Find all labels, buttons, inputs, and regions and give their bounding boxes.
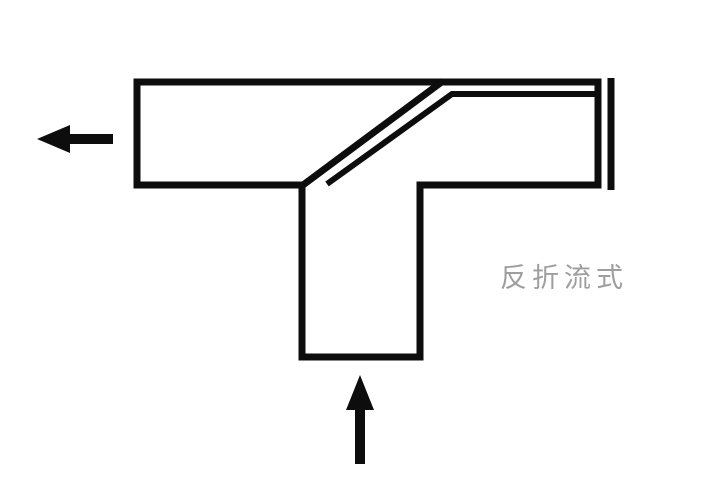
inner-channel-line xyxy=(325,91,597,187)
outlet-arrowhead-icon xyxy=(37,125,70,153)
diagram-label: 反折流式 xyxy=(500,263,628,294)
baffle-diagonal-line xyxy=(300,78,446,188)
tee-body-outline xyxy=(133,78,602,361)
inlet-arrowhead-icon xyxy=(346,375,374,410)
inlet-arrow xyxy=(346,375,374,464)
outlet-arrow xyxy=(37,125,113,153)
